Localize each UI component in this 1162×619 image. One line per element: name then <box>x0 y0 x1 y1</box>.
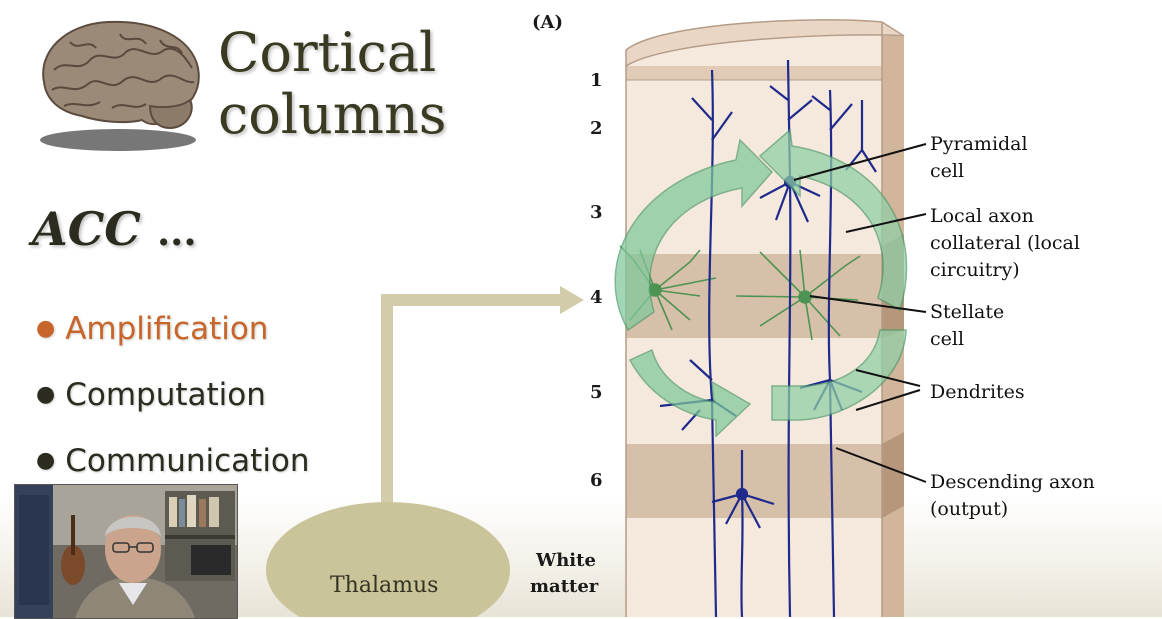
layer-6-label: 6 <box>590 470 603 491</box>
title-line-1: Cortical <box>218 21 437 84</box>
white-matter-label-2: matter <box>530 576 599 597</box>
thalamus-shape <box>266 502 510 617</box>
bullet-amplification: ● Amplification <box>36 296 310 362</box>
layer-3-label: 3 <box>590 202 603 223</box>
descending-axon-label-2: (output) <box>930 498 1008 520</box>
layer-1-label: 1 <box>590 70 603 91</box>
local-axon-label-3: circuitry) <box>930 259 1020 281</box>
acc-label: ACC <box>32 202 141 256</box>
pyramidal-label-1: Pyramidal <box>930 133 1028 155</box>
bullet-communication: ● Communication <box>36 428 310 494</box>
layer-5-label: 5 <box>590 382 603 403</box>
presenter-webcam <box>14 484 238 619</box>
bullet-dot-icon: ● <box>36 316 56 341</box>
webcam-video-frame <box>15 485 237 618</box>
local-axon-label-2: collateral (local <box>930 232 1080 254</box>
stellate-label-2: cell <box>930 328 964 350</box>
layer-2-label: 2 <box>590 118 603 139</box>
bullet-dot-icon: ● <box>36 448 56 473</box>
bullet-label: Computation <box>65 377 266 413</box>
thalamic-input-arrow <box>381 294 572 502</box>
thalamus-label: Thalamus <box>330 573 438 598</box>
panel-label: (A) <box>532 12 563 33</box>
local-axon-label-1: Local axon <box>930 205 1034 227</box>
pyramidal-label-2: cell <box>930 160 964 182</box>
layer-4-label: 4 <box>590 287 603 308</box>
annotations: Pyramidal cell Local axon collateral (lo… <box>930 133 1095 520</box>
dendrites-label: Dendrites <box>930 381 1025 403</box>
circuit-arrows <box>614 128 908 438</box>
bullet-computation: ● Computation <box>36 362 310 428</box>
stellate-label-1: Stellate <box>930 301 1004 323</box>
bullet-label: Amplification <box>65 311 269 347</box>
white-matter-label-1: White <box>535 550 596 571</box>
acc-ellipsis: ... <box>156 209 197 254</box>
acc-heading: ACC ... <box>32 202 197 256</box>
bullet-dot-icon: ● <box>36 382 56 407</box>
thalamic-arrowhead <box>560 286 584 314</box>
title-line-2: columns <box>218 83 447 146</box>
bullet-label: Communication <box>65 443 310 479</box>
slide-title: Cortical columns <box>218 22 447 146</box>
bullet-list: ● Amplification ● Computation ● Communicati… <box>36 296 310 494</box>
column-block <box>625 19 905 617</box>
layer-labels: 1 2 3 4 5 6 White matter <box>530 70 603 597</box>
annotation-leaders <box>793 143 927 483</box>
descending-axon-label-1: Descending axon <box>930 471 1095 493</box>
brain-icon <box>40 20 200 151</box>
